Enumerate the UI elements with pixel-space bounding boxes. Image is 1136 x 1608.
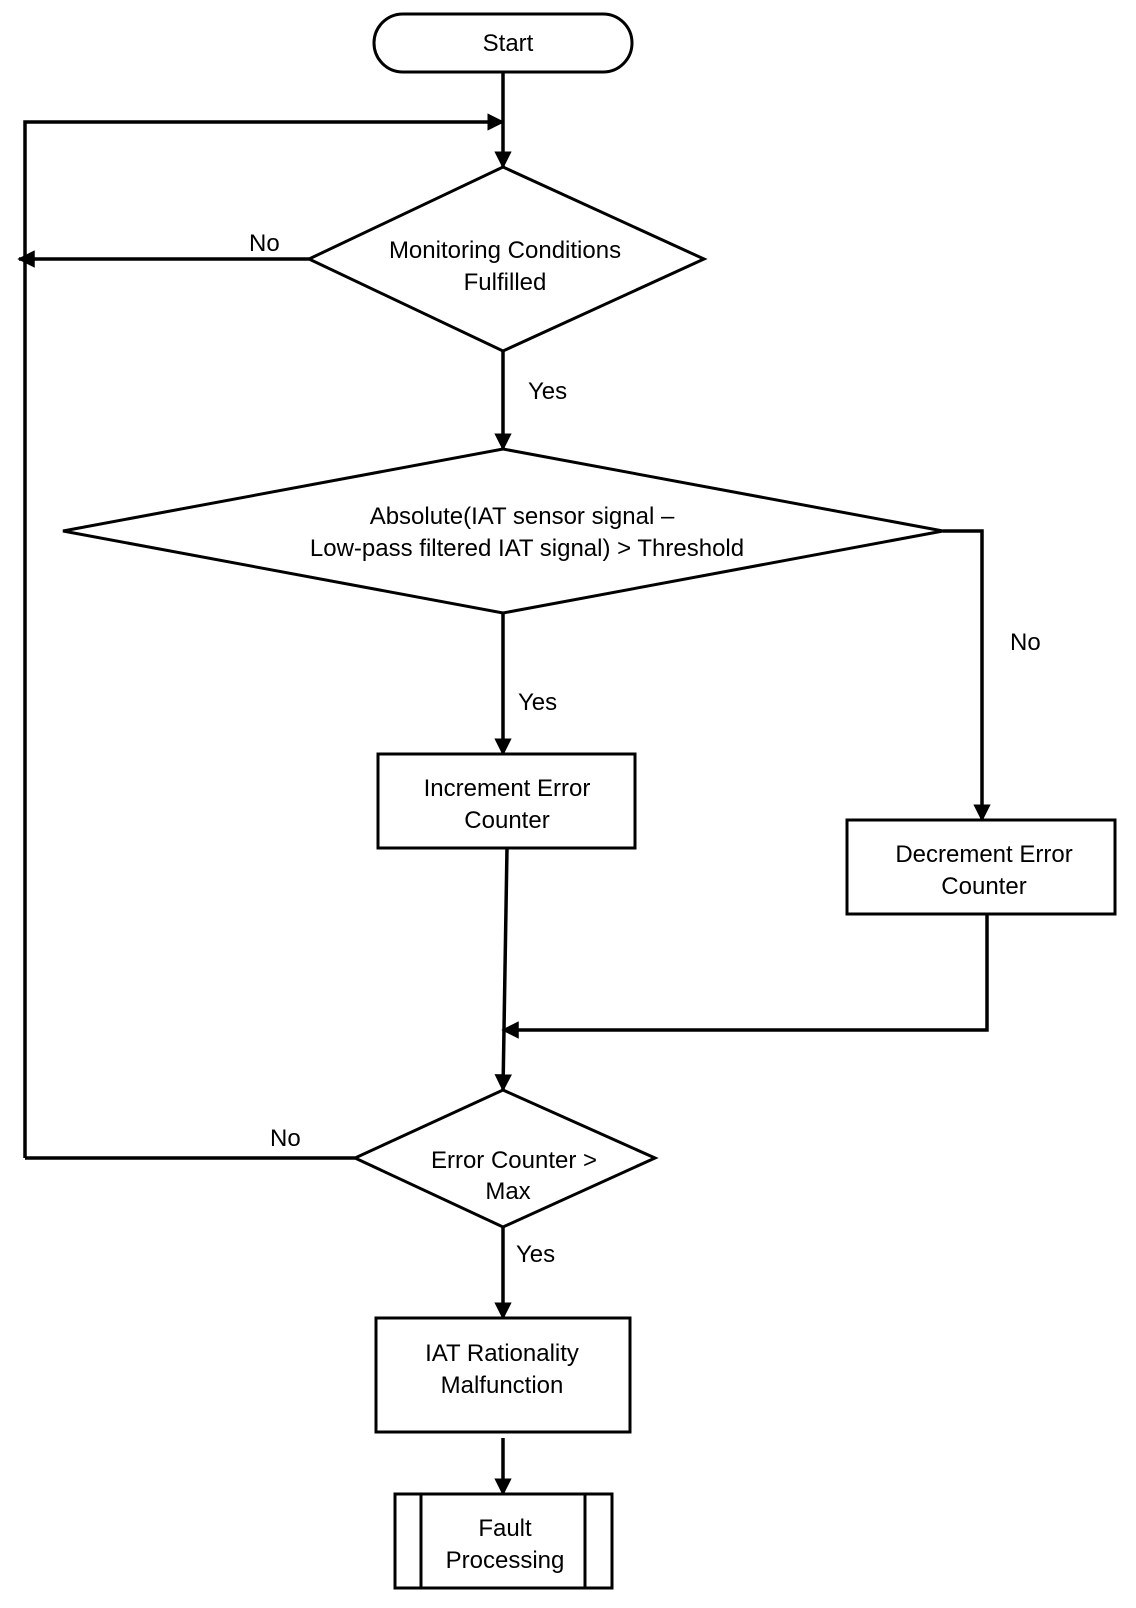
node-monitoring-conditions: Monitoring Conditions Fulfilled: [305, 165, 708, 353]
edge-label-absolute-no: No: [1010, 629, 1041, 656]
node-monitoring-label-1: Monitoring Conditions: [389, 237, 621, 264]
node-absolute-label-1: Absolute(IAT sensor signal –: [370, 503, 675, 530]
node-start: Start: [372, 12, 634, 74]
edge-increment-down: [494, 847, 513, 1092]
edge-absolute-no: [943, 529, 991, 822]
edge-labels: No Yes Yes No No Yes: [249, 230, 1041, 1268]
edge-label-monitoring-no: No: [249, 230, 280, 257]
node-decrement-error-counter: Decrement Error Counter: [845, 818, 1117, 916]
node-start-label: Start: [483, 30, 534, 57]
node-fault-processing: Fault Processing: [393, 1492, 614, 1590]
edge-decrement-merge: [501, 914, 989, 1039]
edge-label-absolute-yes: Yes: [518, 689, 557, 716]
node-iat-rationality-malfunction: IAT Rationality Malfunction: [374, 1316, 632, 1434]
node-increment-label-2: Counter: [464, 807, 549, 834]
node-decrement-label-1: Decrement Error: [895, 841, 1072, 868]
edge-label-monitoring-yes: Yes: [528, 378, 567, 405]
edges: [17, 72, 991, 1496]
node-fault-label-2: Processing: [446, 1547, 565, 1574]
node-malfunction-label-2: Malfunction: [441, 1372, 564, 1399]
node-absolute-label-2: Low-pass filtered IAT signal) > Threshol…: [310, 535, 744, 562]
node-fault-label-1: Fault: [478, 1515, 532, 1542]
node-decrement-label-2: Counter: [941, 873, 1026, 900]
node-increment-error-counter: Increment Error Counter: [376, 752, 637, 850]
node-monitoring-label-2: Fulfilled: [464, 269, 547, 296]
node-absolute-threshold: Absolute(IAT sensor signal – Low-pass fi…: [62, 447, 944, 615]
node-malfunction-label-1: IAT Rationality: [425, 1340, 579, 1367]
node-error-max-label-2: Max: [485, 1178, 530, 1205]
node-increment-label-1: Increment Error: [424, 775, 591, 802]
edge-label-error-max-no: No: [270, 1125, 301, 1152]
edge-label-error-max-yes: Yes: [516, 1241, 555, 1268]
edge-loop-to-top: [23, 113, 505, 1158]
node-error-counter-max: Error Counter > Max: [351, 1088, 659, 1229]
node-error-max-label-1: Error Counter >: [431, 1147, 597, 1174]
